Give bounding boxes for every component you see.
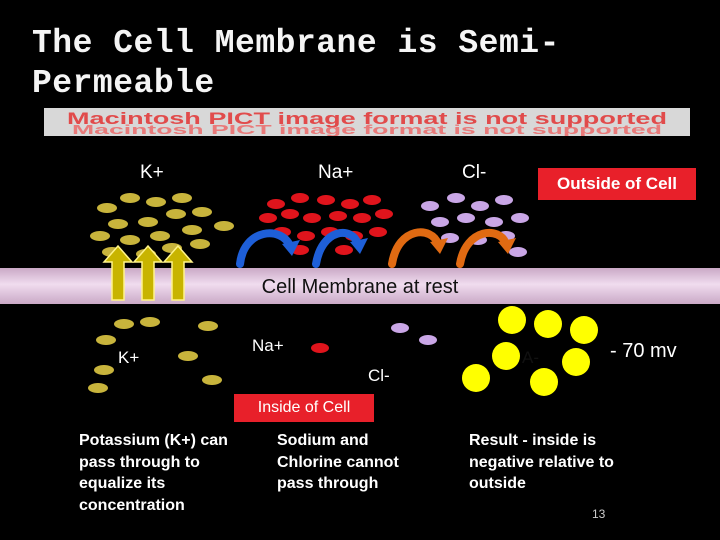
chloride-ion: [447, 193, 465, 203]
up-arrow-icon: [102, 244, 134, 301]
banner-graphic: Macintosh PICT image format is not suppo…: [67, 109, 667, 136]
potassium-ion: [150, 231, 170, 241]
curved-arrow-head: [430, 238, 448, 254]
potassium-ion: [120, 193, 140, 203]
sodium-ion: [267, 199, 285, 209]
sodium-ion: [259, 213, 277, 223]
chloride-ion: [421, 201, 439, 211]
potassium-ion: [182, 225, 202, 235]
potassium-ion: [190, 239, 210, 249]
potassium-ion: [90, 231, 110, 241]
anion: [562, 348, 590, 376]
inside-of-cell-badge: Inside of Cell: [234, 394, 374, 422]
chloride-blocked-arrows: [388, 228, 516, 268]
inside-sodium-label: Na+: [252, 336, 284, 355]
sodium-ion: [297, 231, 315, 241]
membrane-label: Cell Membrane at rest: [261, 276, 459, 298]
anion: [492, 342, 520, 370]
potassium-ion: [120, 235, 140, 245]
chloride-ion: [457, 213, 475, 223]
potassium-passage-arrows: [102, 244, 194, 301]
curved-arrow-icon: [456, 228, 510, 268]
curved-arrow-head: [282, 240, 300, 256]
membrane-potential: - 70 mv: [610, 340, 677, 362]
sodium-ion: [335, 245, 353, 255]
potassium-ion: [140, 317, 160, 327]
banner-text: Macintosh PICT image format is not suppo…: [67, 109, 667, 128]
sodium-ion: [317, 195, 335, 205]
curved-arrow-icon: [388, 228, 442, 268]
outside-potassium-ions: [90, 193, 234, 259]
potassium-ion: [94, 365, 114, 375]
outside-of-cell-badge: Outside of Cell: [538, 168, 696, 200]
chloride-ion: [485, 217, 503, 227]
banner-text-line-2: Macintosh PICT image format is not suppo…: [72, 122, 662, 136]
inside-chloride-label: Cl-: [368, 366, 390, 385]
potassium-note: Potassium (K+) can pass through to equal…: [79, 432, 228, 514]
anion: [534, 310, 562, 338]
up-arrow-icon: [132, 244, 164, 301]
sodium-ion: [291, 193, 309, 203]
sodium-ion: [369, 227, 387, 237]
anion: [498, 306, 526, 334]
potassium-ion: [108, 219, 128, 229]
anion: [462, 364, 490, 392]
outside-potassium-label: K+: [140, 162, 164, 183]
result-note: Result - inside is negative relative to …: [469, 432, 614, 492]
sodium-ion: [375, 209, 393, 219]
sodium-ion: [303, 213, 321, 223]
anion: [570, 316, 598, 344]
potassium-ion: [166, 209, 186, 219]
sodium-ion: [281, 209, 299, 219]
page-number: 13: [592, 507, 606, 521]
inside-potassium-label: K+: [118, 348, 140, 367]
potassium-ion: [146, 197, 166, 207]
potassium-ion: [178, 351, 198, 361]
curved-arrow-icon: [312, 228, 362, 268]
sodium-ion: [311, 343, 329, 353]
potassium-ion: [97, 203, 117, 213]
chloride-ion: [431, 217, 449, 227]
anions: [462, 306, 598, 396]
outside-sodium-label: Na+: [318, 162, 354, 183]
anion-label: A-: [522, 348, 539, 367]
potassium-ion: [214, 221, 234, 231]
curved-arrow-icon: [236, 229, 294, 268]
potassium-ion: [192, 207, 212, 217]
chloride-ion: [495, 195, 513, 205]
chloride-ion: [391, 323, 409, 333]
inside-chloride-ions: [391, 323, 437, 345]
unsupported-image-banner: Macintosh PICT image format is not suppo…: [44, 108, 690, 136]
page-title: The Cell Membrane is Semi-Permeable: [32, 25, 560, 102]
chloride-ion: [419, 335, 437, 345]
anion: [530, 368, 558, 396]
potassium-ion: [96, 335, 116, 345]
sodium-chlorine-note: Sodium and Chlorine cannot pass through: [277, 432, 399, 492]
inside-potassium-ions: [88, 317, 222, 393]
potassium-ion: [88, 383, 108, 393]
potassium-ion: [138, 217, 158, 227]
outside-chloride-label: Cl-: [462, 162, 487, 183]
potassium-ion: [202, 375, 222, 385]
potassium-ion: [172, 193, 192, 203]
chloride-ion: [509, 247, 527, 257]
potassium-ion: [114, 319, 134, 329]
sodium-ion: [353, 213, 371, 223]
potassium-ion: [198, 321, 218, 331]
curved-arrow-head: [498, 238, 516, 254]
sodium-ion: [329, 211, 347, 221]
curved-arrow-head: [350, 238, 368, 254]
sodium-blocked-arrows: [236, 228, 368, 268]
sodium-ion: [363, 195, 381, 205]
sodium-ion: [341, 199, 359, 209]
chloride-ion: [471, 201, 489, 211]
chloride-ion: [511, 213, 529, 223]
inside-sodium-ions: [311, 343, 329, 353]
up-arrow-icon: [162, 244, 194, 301]
